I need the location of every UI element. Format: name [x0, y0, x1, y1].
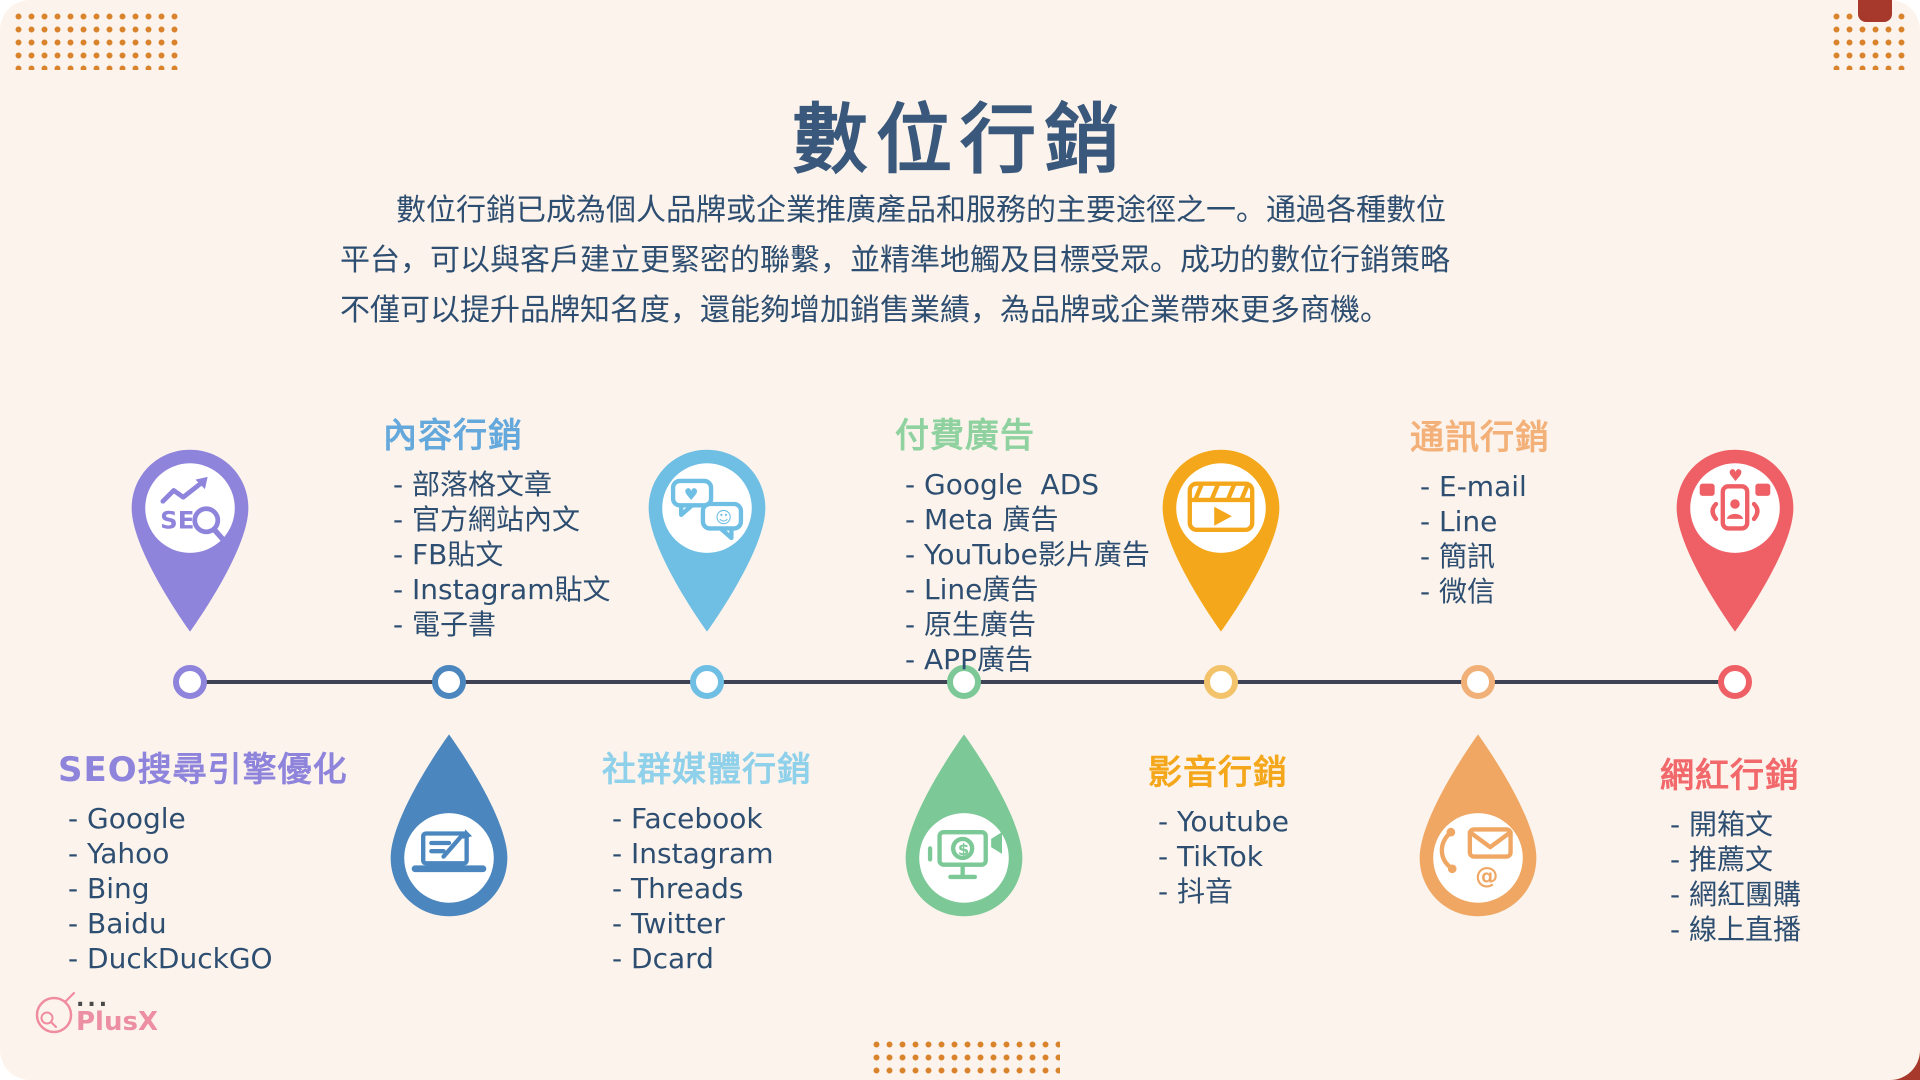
svg-text:$: $ [958, 840, 969, 859]
logo-plusx: ... PlusX [28, 985, 158, 1045]
category-title: 內容行銷 [383, 416, 523, 456]
category-title: 通訊行銷 [1410, 418, 1550, 458]
category-item-list: Facebook Instagram Threads Twitter Dcard [612, 801, 812, 976]
svg-text:☺: ☺ [715, 508, 732, 527]
logo-dots: ... [76, 987, 111, 1012]
svg-text:@: @ [1475, 864, 1498, 890]
category-item-list: E-mail Line 簡訊 微信 [1420, 469, 1550, 609]
category-item: 原生廣告 [905, 607, 1150, 642]
category-item: 簡訊 [1420, 539, 1550, 574]
category-item: 微信 [1420, 574, 1550, 609]
chat-bubbles-icon: ♥ ☺ [648, 449, 766, 632]
category-item-list: Google Yahoo Bing Baidu DuckDuckGO [68, 801, 348, 976]
category-content-text: 內容行銷 部落格文章 官方網站內文 FB貼文 Instagram貼文 電子書 [383, 408, 610, 642]
category-item: Instagram貼文 [393, 572, 610, 607]
category-title: 網紅行銷 [1660, 756, 1800, 796]
category-seo-pin: SE [122, 447, 258, 637]
laptop-writing-icon [390, 734, 508, 917]
category-video-pin [1153, 447, 1289, 637]
category-item: Line廣告 [905, 572, 1150, 607]
category-video-text: 影音行銷 Youtube TikTok 抖音 [1148, 745, 1289, 909]
category-item: FB貼文 [393, 537, 610, 572]
category-social-text: 社群媒體行銷 Facebook Instagram Threads Twitte… [602, 742, 812, 976]
category-item: 開箱文 [1670, 807, 1801, 842]
category-item: Yahoo [68, 836, 348, 871]
category-item: DuckDuckGO [68, 941, 348, 976]
category-item: YouTube影片廣告 [905, 537, 1150, 572]
category-item-list: 部落格文章 官方網站內文 FB貼文 Instagram貼文 電子書 [393, 467, 610, 642]
seo-magnifier-icon: SE [131, 449, 249, 632]
category-item: 線上直播 [1670, 912, 1801, 947]
category-item-list: Google ADS Meta 廣告 YouTube影片廣告 Line廣告 原生… [905, 467, 1150, 677]
category-item: Google [68, 801, 348, 836]
category-item: Bing [68, 871, 348, 906]
category-title: SEO搜尋引擎優化 [58, 750, 348, 790]
category-item-list: Youtube TikTok 抖音 [1158, 804, 1289, 909]
category-item: 網紅團購 [1670, 877, 1801, 912]
category-item: APP廣告 [905, 642, 1150, 677]
category-item: Twitter [612, 906, 812, 941]
intro-line: 平台，可以與客戶建立更緊密的聯繫，並精準地觸及目標受眾。成功的數位行銷策略 [340, 243, 1450, 278]
phone-mail-icon: @ [1419, 734, 1537, 917]
intro-line: 數位行銷已成為個人品牌或企業推廣產品和服務的主要途徑之一。通過各種數位 [396, 193, 1446, 228]
intro-line: 不僅可以提升品牌知名度，還能夠增加銷售業績，為品牌或企業帶來更多商機。 [340, 293, 1390, 328]
category-item: Facebook [612, 801, 812, 836]
dot-grid-top-left [12, 10, 182, 70]
plusx-logo-icon [35, 991, 76, 1034]
svg-text:♥: ♥ [1728, 466, 1743, 485]
category-item: 官方網站內文 [393, 502, 610, 537]
svg-text:SE: SE [160, 505, 194, 534]
red-tab-decoration [1858, 0, 1892, 22]
timeline-node-influencer [1718, 665, 1752, 699]
category-item: Line [1420, 504, 1550, 539]
category-item: TikTok [1158, 839, 1289, 874]
category-item: Instagram [612, 836, 812, 871]
category-content-pin [381, 729, 517, 919]
influencer-phone-icon: ♥ [1676, 449, 1794, 632]
category-item: Youtube [1158, 804, 1289, 839]
intro-paragraph: 數位行銷已成為個人品牌或企業推廣產品和服務的主要途徑之一。通過各種數位 平台，可… [340, 186, 1620, 336]
category-item: Threads [612, 871, 812, 906]
logo-text: PlusX [76, 1007, 158, 1037]
page-title: 數位行銷 [792, 95, 1128, 184]
category-item: 部落格文章 [393, 467, 610, 502]
category-influencer-pin: ♥ [1667, 447, 1803, 637]
category-messaging-pin: @ [1410, 729, 1546, 919]
category-item: Meta 廣告 [905, 502, 1150, 537]
category-title: 社群媒體行銷 [602, 750, 812, 790]
timeline-node-messaging [1461, 665, 1495, 699]
category-paid-ads-pin: $ [896, 729, 1032, 919]
dot-grid-bottom-center [870, 1038, 1060, 1080]
category-social-pin: ♥ ☺ [639, 447, 775, 637]
category-item: E-mail [1420, 469, 1550, 504]
video-clapperboard-icon [1162, 449, 1280, 632]
category-messaging-text: 通訊行銷 E-mail Line 簡訊 微信 [1410, 410, 1550, 609]
category-item-list: 開箱文 推薦文 網紅團購 線上直播 [1670, 807, 1801, 947]
category-paid-ads-text: 付費廣告 Google ADS Meta 廣告 YouTube影片廣告 Line… [895, 408, 1150, 677]
timeline-node-social [690, 665, 724, 699]
category-item: Dcard [612, 941, 812, 976]
category-title: 影音行銷 [1148, 753, 1288, 793]
category-title: 付費廣告 [895, 416, 1035, 456]
timeline-node-content [432, 665, 466, 699]
category-item: 推薦文 [1670, 842, 1801, 877]
timeline-node-video [1204, 665, 1238, 699]
ads-monitor-icon: $ [905, 734, 1023, 917]
category-influencer-text: 網紅行銷 開箱文 推薦文 網紅團購 線上直播 [1660, 748, 1801, 947]
category-item: 電子書 [393, 607, 610, 642]
category-item: 抖音 [1158, 874, 1289, 909]
category-seo-text: SEO搜尋引擎優化 Google Yahoo Bing Baidu DuckDu… [58, 742, 348, 976]
svg-text:♥: ♥ [684, 485, 699, 504]
timeline-node-seo [173, 665, 207, 699]
category-item: Baidu [68, 906, 348, 941]
category-item: Google ADS [905, 467, 1150, 502]
